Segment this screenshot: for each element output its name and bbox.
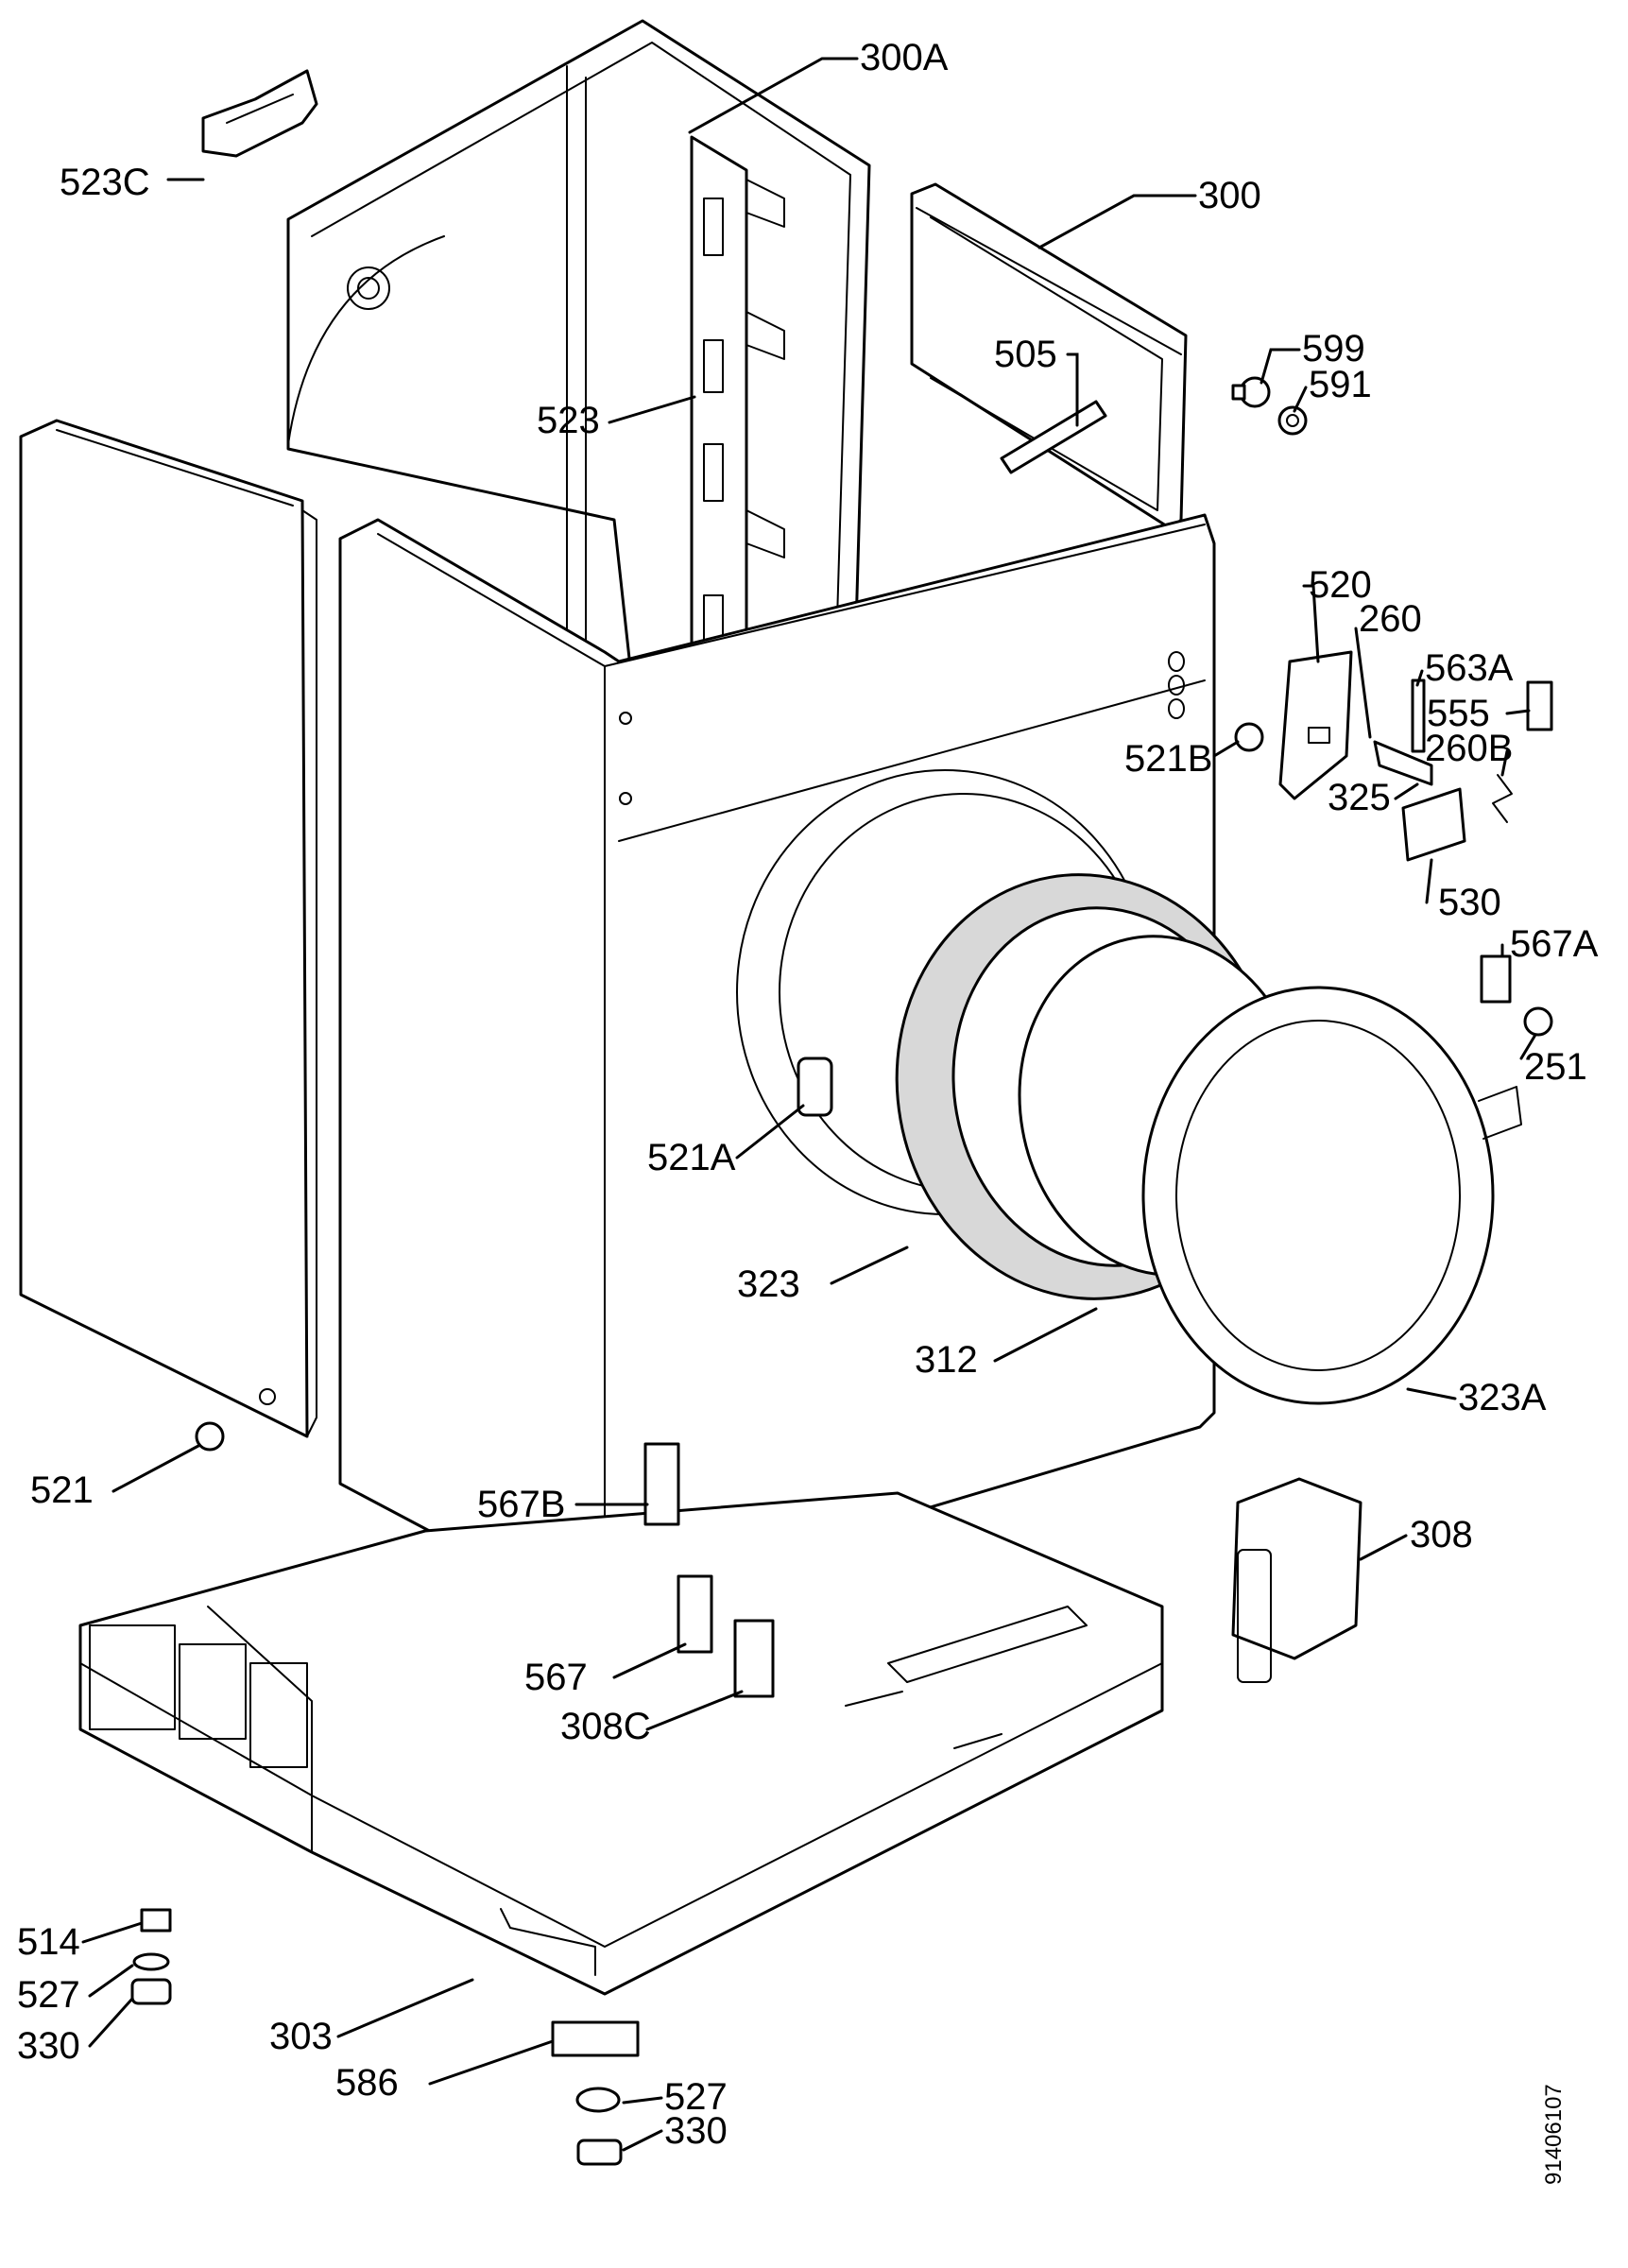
leader-530	[1425, 858, 1433, 904]
lock-plate-part	[1278, 650, 1353, 800]
leader-312	[993, 1307, 1098, 1363]
leader-555	[1505, 709, 1531, 715]
document-id: 91406107	[1541, 2084, 1567, 2185]
right-panel-part	[910, 182, 1188, 531]
leader-591	[1293, 386, 1308, 413]
leader-lines	[81, 57, 1537, 2152]
callout-251: 251	[1524, 1046, 1587, 1088]
callout-527-left: 527	[17, 1974, 80, 2016]
pin-part	[1411, 679, 1426, 753]
latch-block-part	[1401, 787, 1466, 862]
callout-521: 521	[30, 1469, 94, 1511]
leader-303	[336, 1978, 474, 2038]
callout-308C: 308C	[560, 1706, 651, 1747]
leader-521B	[1212, 740, 1240, 758]
callout-323A: 323A	[1458, 1377, 1547, 1418]
spring-part	[1492, 774, 1513, 823]
callout-586: 586	[335, 2062, 399, 2104]
base-plinth-part	[78, 1491, 1164, 1996]
leader-308	[1359, 1534, 1408, 1561]
leader-505	[1066, 352, 1079, 427]
seal-pad-part	[1480, 954, 1512, 1004]
callout-530: 530	[1438, 882, 1501, 923]
callout-300: 300	[1198, 175, 1261, 216]
foot-cap-part	[140, 1908, 172, 1933]
leader-563A	[1415, 669, 1424, 687]
leader-514	[81, 1921, 144, 1944]
callout-521B: 521B	[1124, 738, 1212, 780]
callout-505: 505	[994, 334, 1057, 375]
callout-520: 520	[1309, 564, 1372, 606]
door-hinge-part	[1231, 1477, 1362, 1683]
hook-clip-part	[201, 69, 318, 158]
leader-330L	[88, 1997, 134, 2048]
callout-527: 527	[664, 2076, 728, 2118]
foot-right-part	[576, 2139, 623, 2166]
callout-260: 260	[1359, 598, 1422, 640]
left-panel-part	[19, 419, 317, 1438]
callout-330-left: 330	[17, 2025, 80, 2067]
foot-screw-left-part	[195, 1421, 225, 1452]
callout-523C: 523C	[60, 162, 150, 203]
leader-251	[1519, 1033, 1537, 1060]
callout-591: 591	[1309, 364, 1372, 405]
leader-521	[111, 1444, 200, 1493]
callout-323: 323	[737, 1263, 800, 1305]
callout-567B: 567B	[477, 1484, 565, 1525]
callout-308: 308	[1410, 1514, 1473, 1555]
clip-part	[1526, 680, 1553, 731]
catch-part	[733, 1619, 775, 1698]
leader-323A	[1406, 1387, 1457, 1400]
leader-527L	[88, 1964, 134, 1998]
washer-part	[1277, 405, 1308, 436]
callout-312: 312	[915, 1339, 978, 1381]
leader-300	[1037, 194, 1197, 249]
foot-left-part	[130, 1978, 172, 2005]
callout-555: 555	[1427, 693, 1490, 734]
callout-567A: 567A	[1510, 923, 1599, 965]
foot-bracket-part	[551, 2020, 640, 2057]
leader-599	[1260, 348, 1301, 385]
lever-part	[1373, 740, 1433, 786]
leader-323	[830, 1246, 909, 1285]
callout-514: 514	[17, 1921, 80, 1963]
leader-527	[622, 2096, 663, 2105]
door-part	[1141, 986, 1522, 1405]
callout-567: 567	[524, 1657, 588, 1698]
leader-325	[1394, 782, 1419, 800]
leader-567	[612, 1642, 687, 1679]
plug-part	[1234, 722, 1264, 752]
callout-260B: 260B	[1425, 728, 1513, 769]
leader-260	[1354, 627, 1372, 739]
nut-part	[1523, 1006, 1553, 1037]
callout-325: 325	[1328, 777, 1391, 818]
leader-523	[608, 395, 696, 424]
leader-586	[428, 2039, 555, 2086]
callout-523: 523	[537, 400, 600, 441]
callout-303: 303	[269, 2016, 333, 2057]
callout-599: 599	[1302, 328, 1365, 369]
rod-part	[1000, 400, 1107, 474]
callout-300A: 300A	[860, 37, 949, 78]
handle-part	[797, 1057, 833, 1117]
leader-521A	[735, 1104, 805, 1160]
callout-521A: 521A	[647, 1137, 736, 1178]
leader-260B	[1500, 749, 1509, 777]
callout-330: 330	[664, 2110, 728, 2152]
bracket-part	[677, 1574, 713, 1654]
foot-washer-left-part	[132, 1952, 170, 1971]
foot-washer-right-part	[575, 2087, 621, 2113]
leader-520	[1302, 584, 1320, 663]
callout-563A: 563A	[1425, 647, 1514, 689]
hinge-plate-part	[643, 1442, 680, 1526]
knob-part	[1231, 376, 1271, 408]
leader-308C	[645, 1690, 744, 1731]
leader-330	[622, 2129, 663, 2152]
leader-300A	[688, 57, 859, 134]
callout-labels: 300A 523C 300 599 591 505 523 520 260 56…	[17, 37, 1599, 2152]
